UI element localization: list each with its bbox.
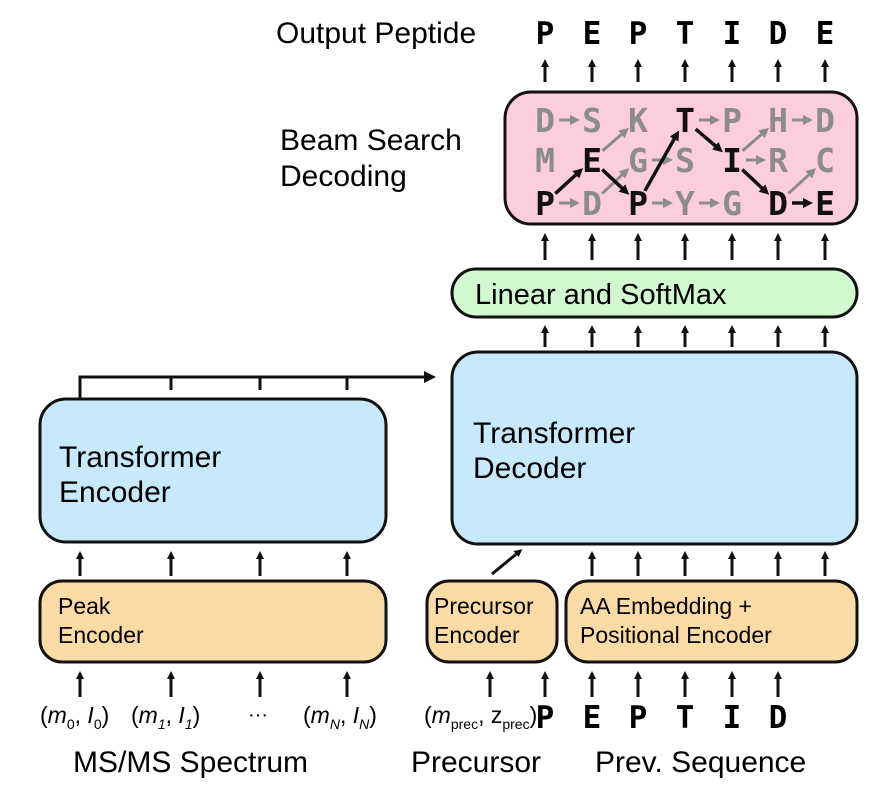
svg-text:(m1, I1): (m1, I1) xyxy=(131,702,200,732)
aa-embedding-label-line2: Positional Encoder xyxy=(580,622,772,648)
beam-candidate-residue: G xyxy=(628,141,648,180)
prev-residue: E xyxy=(583,700,602,736)
output-residue: T xyxy=(676,16,695,52)
prev-residue: I xyxy=(723,700,742,736)
input-arrows xyxy=(76,671,782,697)
beam-candidate-edge xyxy=(787,168,817,195)
prev-residue: P xyxy=(629,700,648,736)
output-residue: E xyxy=(583,16,602,52)
beam-candidate-residue: S xyxy=(582,101,602,140)
softmax-input-arrows xyxy=(541,325,829,347)
linear-softmax-label: Linear and SoftMax xyxy=(475,279,727,311)
beam-input-arrows xyxy=(541,233,829,260)
prev-residue: D xyxy=(769,700,788,736)
precursor-encoder-label-line2: Encoder xyxy=(434,622,520,648)
beam-candidate-residue: G xyxy=(722,184,742,223)
precursor-encoder-box xyxy=(425,579,559,664)
transformer-encoder-label-line2: Encoder xyxy=(59,476,171,509)
output-residue: P xyxy=(536,16,555,52)
beam-candidate-residue: D xyxy=(535,101,555,140)
beam-selected-residue: T xyxy=(675,101,695,140)
beam-selected-residue: P xyxy=(628,184,648,223)
transformer-decoder-box xyxy=(450,350,859,546)
beam-candidate-edge xyxy=(741,127,769,152)
spectrum-ellipsis: ··· xyxy=(248,704,268,726)
precursor-input: (mprec, zprec) xyxy=(424,702,537,732)
spectrum-peak-n: (mN, IN) xyxy=(303,702,377,732)
precursor-encoder-label-line1: Precursor xyxy=(434,593,534,619)
beam-selected-residue: I xyxy=(722,141,742,180)
beam-search-label-line1: Beam Search xyxy=(280,124,462,157)
output-residue: D xyxy=(769,16,788,52)
svg-text:(m0, I0): (m0, I0) xyxy=(40,702,109,732)
beam-selected-residue: P xyxy=(535,184,555,223)
beam-candidate-residue: D xyxy=(582,184,602,223)
output-arrows xyxy=(541,59,829,82)
encoder-to-decoder-connector xyxy=(78,371,436,398)
beam-selected-edge xyxy=(741,168,770,195)
beam-candidate-residue: M xyxy=(535,141,555,180)
beam-candidate-edge xyxy=(601,127,629,152)
output-peptide-label: Output Peptide xyxy=(276,17,476,50)
transformer-encoder-label-line1: Transformer xyxy=(59,441,221,474)
output-residue: P xyxy=(629,16,648,52)
aa-embedding-box xyxy=(564,579,859,664)
transformer-decoder-label-line2: Decoder xyxy=(473,452,586,485)
peak-encoder-label-line2: Encoder xyxy=(58,622,144,648)
peak-encoder-box xyxy=(38,579,388,664)
peak-encoder-label-line1: Peak xyxy=(58,593,111,619)
prev-residue: T xyxy=(676,700,695,736)
spectrum-peak-1: (m1, I1) xyxy=(131,702,200,732)
beam-candidate-residue: S xyxy=(675,141,695,180)
beam-selected-edge xyxy=(554,168,584,195)
output-residue: I xyxy=(723,16,742,52)
prev-sequence-label: Prev. Sequence xyxy=(595,746,806,779)
beam-selected-residue: E xyxy=(815,184,835,223)
beam-candidate-residue: P xyxy=(722,101,742,140)
beam-selected-edge xyxy=(694,127,723,153)
beam-candidate-residue: C xyxy=(815,141,835,180)
beam-candidate-residue: H xyxy=(768,101,788,140)
prev-residue: P xyxy=(536,700,555,736)
svg-text:(mN, IN): (mN, IN) xyxy=(303,702,377,732)
output-residue: E xyxy=(816,16,835,52)
beam-candidate-residue: D xyxy=(815,101,835,140)
beam-selected-edge xyxy=(601,168,630,195)
beam-selected-residue: E xyxy=(582,141,602,180)
linear-softmax-box xyxy=(450,267,859,319)
beam-search-edges xyxy=(554,115,817,208)
beam-candidate-residue: Y xyxy=(675,184,695,223)
beam-candidate-residue: R xyxy=(768,141,788,180)
spectrum-peak-0: (m0, I0) xyxy=(40,702,109,732)
encoder-input-arrows xyxy=(76,551,351,576)
beam-selected-edge xyxy=(643,130,680,192)
beam-search-label-line2: Decoding xyxy=(280,160,407,193)
transformer-decoder-label-line1: Transformer xyxy=(473,417,635,450)
aa-embedding-label-line1: AA Embedding + xyxy=(580,593,752,619)
precursor-to-decoder-arrow xyxy=(491,549,523,576)
transformer-encoder-box xyxy=(38,397,388,544)
ms-spectrum-label: MS/MS Spectrum xyxy=(73,746,308,779)
beam-selected-residue: D xyxy=(768,184,788,223)
precursor-label: Precursor xyxy=(411,746,541,779)
svg-text:(mprec, zprec): (mprec, zprec) xyxy=(424,702,537,732)
beam-candidate-residue: K xyxy=(628,101,648,140)
decoder-input-arrows xyxy=(588,551,829,576)
